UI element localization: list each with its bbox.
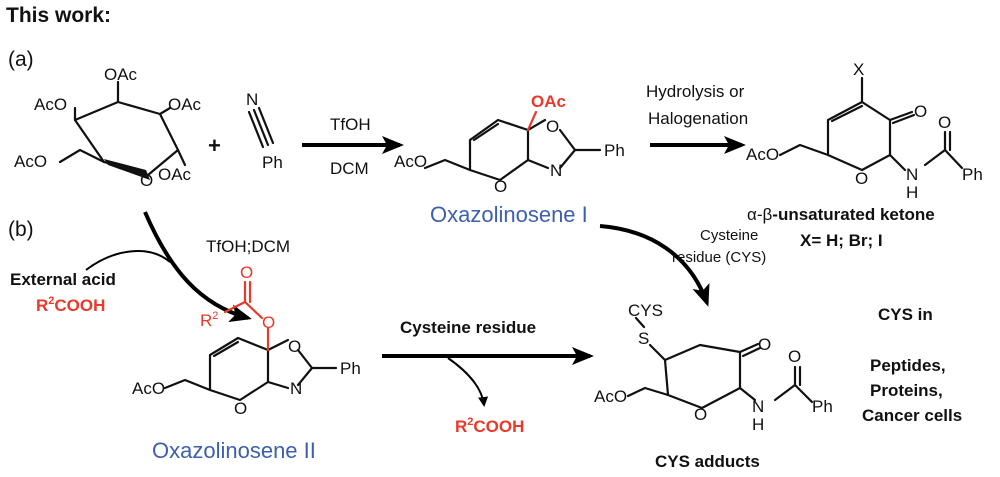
benzonitrile-ph: Ph	[262, 153, 283, 172]
reaction-4-reagent: Cysteine residue	[400, 318, 536, 337]
panel-label-b: (b)	[8, 218, 34, 241]
enone-name: α-β-unsaturated ketone	[747, 205, 935, 224]
oxazolinosene-2-ring-o: O	[234, 399, 247, 418]
reaction-2-line2: Halogenation	[648, 109, 748, 128]
cysteine-arrow-line2: residue (CYS)	[672, 249, 766, 266]
glucose-oac-top: OAc	[104, 65, 138, 84]
cys-adduct-ring-o: O	[694, 405, 707, 424]
enone-nh-n: N	[906, 165, 918, 184]
oxazolinosene-2-structure: O R2 O O Ph AcO O N	[132, 263, 361, 418]
oxazolinosene-2-name: Oxazolinosene II	[152, 438, 316, 463]
cys-adduct-amide-o: O	[788, 347, 801, 366]
enone-ketone-o: O	[914, 102, 927, 121]
reaction-arrow-3	[143, 211, 252, 322]
oxazolinosene-1-o: O	[546, 117, 559, 136]
byproduct-arrow	[447, 357, 489, 407]
cys-adduct-aco: AcO	[594, 387, 627, 406]
enone-ph: Ph	[962, 165, 983, 184]
oxazolinosene-2-r: R	[200, 311, 212, 330]
cys-adduct-structure: CYS S O O AcO O N H Ph	[594, 301, 833, 434]
oxazolinosene-1-structure: OAc O Ph AcO O N	[394, 92, 625, 196]
oxazolinosene-1-name: Oxazolinosene I	[430, 202, 588, 227]
cys-in-line1: Peptides,	[870, 356, 946, 375]
glucose-oac-right: OAc	[168, 95, 202, 114]
reaction-1-solvent: DCM	[330, 159, 369, 178]
enone-x-definition: X= H; Br; I	[800, 231, 883, 250]
external-acid-arrow	[85, 250, 171, 271]
cys-adduct-name: CYS adducts	[655, 452, 760, 471]
external-acid-formula: R2COOH	[36, 295, 105, 315]
cys-adduct-cys: CYS	[628, 301, 663, 320]
cys-adduct-s: S	[638, 329, 649, 348]
oxazolinosene-2-aco: AcO	[132, 379, 165, 398]
plus-sign: +	[208, 133, 221, 158]
glucose-ring-o: O	[140, 171, 153, 190]
cys-adduct-ph: Ph	[812, 397, 833, 416]
glucose-oac-bottom: OAc	[158, 165, 192, 184]
oxazolinosene-1-ph: Ph	[604, 141, 625, 160]
external-acid-r: R	[36, 296, 48, 315]
cys-adduct-ketone-o: O	[758, 335, 771, 354]
oxazolinosene-1-ring-o: O	[494, 177, 507, 196]
external-acid-label: External acid	[10, 270, 116, 289]
enone-nh-h: H	[906, 183, 918, 202]
enone-name-greek: α-β	[747, 205, 772, 224]
oxazolinosene-1-oac: OAc	[531, 92, 566, 111]
panel-label-a: (a)	[8, 48, 34, 71]
enone-x: X	[853, 60, 864, 79]
cys-in-line2: Proteins,	[870, 381, 943, 400]
cysteine-arrow	[599, 224, 710, 307]
enone-aco: AcO	[746, 145, 779, 164]
oxazolinosene-2-r-sup: 2	[212, 310, 218, 322]
enone-structure: X O O AcO O N H Ph	[746, 60, 983, 202]
cys-adduct-nh-n: N	[752, 397, 764, 416]
enone-amide-o: O	[938, 113, 951, 132]
oxazolinosene-2-o: O	[288, 337, 301, 356]
oxazolinosene-2-ester-o: O	[262, 313, 275, 332]
oxazolinosene-2-ph: Ph	[340, 359, 361, 378]
glucose-pentaacetate: OAc AcO OAc AcO O OAc	[14, 65, 202, 190]
reaction-3-reagent: TfOH;DCM	[206, 237, 290, 256]
reaction-2-line1: Hydrolysis or	[646, 82, 745, 101]
byproduct-rest: COOH	[473, 417, 524, 436]
glucose-aco-chain: AcO	[14, 152, 47, 171]
oxazolinosene-2-r2: R2	[200, 310, 218, 330]
reaction-1-reagent: TfOH	[330, 115, 371, 134]
enone-ring-o: O	[855, 169, 868, 188]
byproduct-r: R	[455, 417, 467, 436]
oxazolinosene-1-n: N	[550, 161, 562, 180]
byproduct-sup: 2	[467, 416, 473, 428]
external-acid-sup: 2	[48, 295, 54, 307]
benzonitrile: N Ph	[246, 90, 283, 172]
enone-name-rest: -unsaturated ketone	[772, 205, 934, 224]
oxazolinosene-2-n: N	[290, 379, 302, 398]
cys-in-title: CYS in	[878, 305, 933, 324]
cysteine-arrow-line1: Cysteine	[700, 227, 758, 244]
reaction-4-byproduct: R2COOH	[455, 416, 524, 436]
cys-in-line3: Cancer cells	[862, 406, 962, 425]
cys-adduct-nh-h: H	[752, 415, 764, 434]
glucose-aco-left: AcO	[34, 95, 67, 114]
external-acid-rest: COOH	[54, 296, 105, 315]
header-title: This work:	[6, 4, 111, 27]
oxazolinosene-1-aco: AcO	[394, 152, 427, 171]
benzonitrile-n: N	[246, 90, 258, 109]
oxazolinosene-2-carbonyl-o: O	[240, 263, 253, 282]
